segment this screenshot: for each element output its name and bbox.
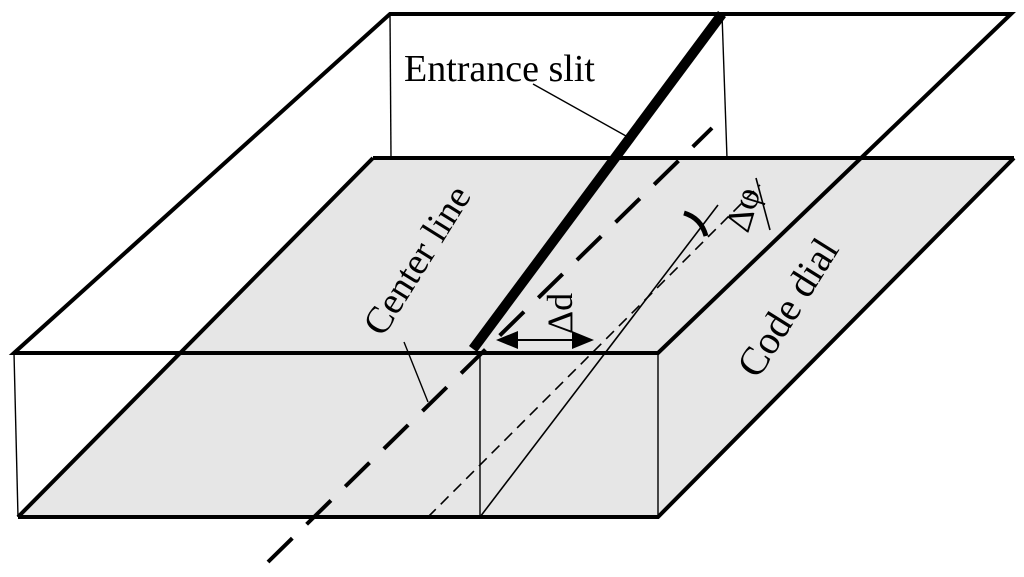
entrance-slit-leader: [532, 83, 627, 137]
vertical-edge-back-left: [389, 13, 392, 159]
delta-d-label: Δd: [540, 293, 580, 334]
vertical-edge-slit-top: [721, 13, 728, 159]
delta-phi-label-underline: [755, 177, 771, 231]
vertical-edge-front-left: [13, 352, 19, 518]
projection-dashed-line: [427, 184, 761, 518]
entrance-slit-label: Entrance slit: [404, 48, 595, 90]
delta-phi-arc: [683, 210, 709, 237]
center-line-leader: [403, 341, 429, 403]
delta-d-arrow-right: [572, 331, 594, 349]
inclined-solid-line: [479, 204, 719, 518]
entrance-slit: [468, 11, 727, 352]
box-top-face: [8, 12, 1016, 355]
center-line: [266, 126, 714, 564]
code-dial-left-edge: [16, 156, 375, 519]
delta-d-arrow-left: [496, 331, 518, 349]
